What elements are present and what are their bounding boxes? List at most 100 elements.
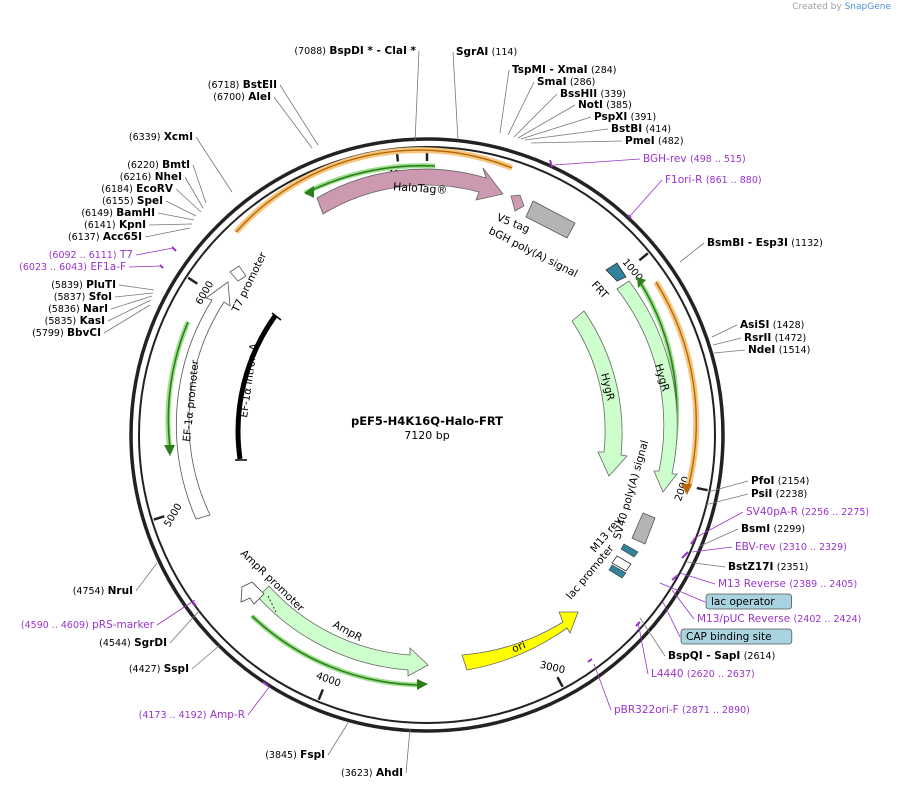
site-name: SmaI [537,76,567,88]
site-leader [699,528,739,547]
ampr-promoter-arrow [240,581,265,605]
site-label: (4427) SspI [129,663,189,675]
site-name: BstZ17I [728,561,773,573]
primer-tick [671,574,679,581]
site-name: lac operator [711,596,775,608]
site-label: (7088) BspDI * - ClaI * [294,45,416,57]
halotag-green-arrowhead [304,186,314,198]
site-label: F1ori-R (861 .. 880) [665,174,762,186]
site-position: (5835) [45,316,77,327]
site-position: (2871 .. 2890) [682,705,750,716]
site-leader [191,644,221,670]
site-name: SspI [164,663,189,675]
site-7: PmeI (482) [530,135,684,147]
site-position: (5836) [48,304,80,315]
site-27: (3623) AhdI [341,728,411,779]
site-2: SmaI (286) [507,76,595,136]
site-label: (6137) Acc65I [68,231,142,243]
ruler-tick [317,689,325,701]
site-10: BsmBI - Esp3I (1132) [679,237,823,263]
site-4: NotI (385) [517,99,632,139]
site-name: SfoI [89,291,112,303]
site-name: BsmBI - Esp3I [707,237,788,249]
site-position: (4173 .. 4192) [139,710,207,721]
site-14: PfoI (2154) [707,475,809,493]
site-name: L4440 [651,668,684,680]
plasmid-name: pEF5-H4K16Q-Halo-FRT [351,414,503,428]
ruler-label: 4000 [314,671,342,690]
primer-tick [192,601,197,607]
site-position: (385) [606,100,632,111]
site-37: (5837) SfoI [54,291,154,303]
site-12: RsrII (1472) [712,332,806,346]
site-leader [513,93,558,138]
site-leader [629,179,663,217]
site-name: M13/pUC Reverse [697,613,790,625]
primer-tick [549,159,553,168]
site-name: SgrDI [134,637,167,649]
site-label: SgrAI (114) [456,46,517,58]
site-label: (6184) EcoRV [101,183,174,195]
site-17: BsmI (2299) [699,523,805,547]
site-label: BssHII (339) [560,88,626,100]
site-position: (5837) [54,292,86,303]
site-name: pBR322ori-F [614,704,679,716]
primer-tick [690,539,695,545]
hygr-green-arrowhead [637,277,646,288]
ampr-green-line [251,615,419,686]
site-40: (6092 .. 6111) T7 [49,247,174,261]
site-leader [148,223,193,226]
site-leader [637,621,649,675]
site-41: (6137) Acc65I [68,227,191,243]
ruler-tick [187,276,199,285]
site-49: (6700) AleI [213,91,313,149]
site-position: (2620 .. 2637) [687,669,755,680]
site-label: SmaI (286) [537,76,595,88]
site-leader [692,511,744,540]
site-position: (3623) [341,768,373,779]
site-24: BspQI - SapI (2614) [639,617,775,662]
site-label: (6023 .. 6043) EF1a-F [19,261,126,273]
site-label: EBV-rev (2310 .. 2329) [735,541,847,553]
t7-promoter-arrow [229,265,247,282]
site-leader [507,81,535,136]
site-name: NarI [83,303,108,315]
site-22: M13/pUC Reverse (2402 .. 2424) [671,589,861,625]
site-label: (3623) AhdI [341,767,403,779]
site-label: (6149) BamHI [81,207,155,219]
site-name: CAP binding site [686,631,772,643]
site-label: BstZ17I (2351) [728,561,808,573]
site-name: PmeI [625,135,655,147]
site-50: (6718) BstEII [208,79,319,146]
site-position: (339) [600,89,626,100]
site-name: BamHI [116,207,155,219]
site-name: BssHII [560,88,597,100]
site-position: (284) [591,65,617,76]
site-48: (6339) XcmI [129,131,233,193]
site-label: (4754) NruI [73,585,133,597]
v5-tag-arrow [510,194,525,212]
site-label: (6700) AleI [213,91,271,103]
site-label: PsiI (2238) [751,488,807,500]
site-51: (7088) BspDI * - ClaI * [294,45,420,143]
site-label: (4544) SgrDI [99,637,167,649]
site-label: M13 Reverse (2389 .. 2405) [718,578,857,590]
site-label: (5837) SfoI [54,291,112,303]
site-label: pBR322ori-F (2871 .. 2890) [614,704,750,716]
site-leader [273,96,313,149]
site-name: AleI [248,91,271,103]
site-label: AsiSI (1428) [740,319,804,331]
site-46: (6216) NheI [120,171,204,209]
backbone-inner [138,146,716,724]
site-47: (6220) BmtI [127,159,207,204]
site-name: F1ori-R [665,174,702,186]
site-31: (4544) SgrDI [99,609,201,649]
site-name: pRS-marker [92,619,155,631]
ruler-tick [696,486,708,492]
site-name: NdeI [748,344,775,356]
site-8: BGH-rev (498 .. 515) [553,153,746,166]
site-leader [679,572,716,585]
site-leader [184,176,204,209]
lac-promoter-arrow [611,555,632,572]
